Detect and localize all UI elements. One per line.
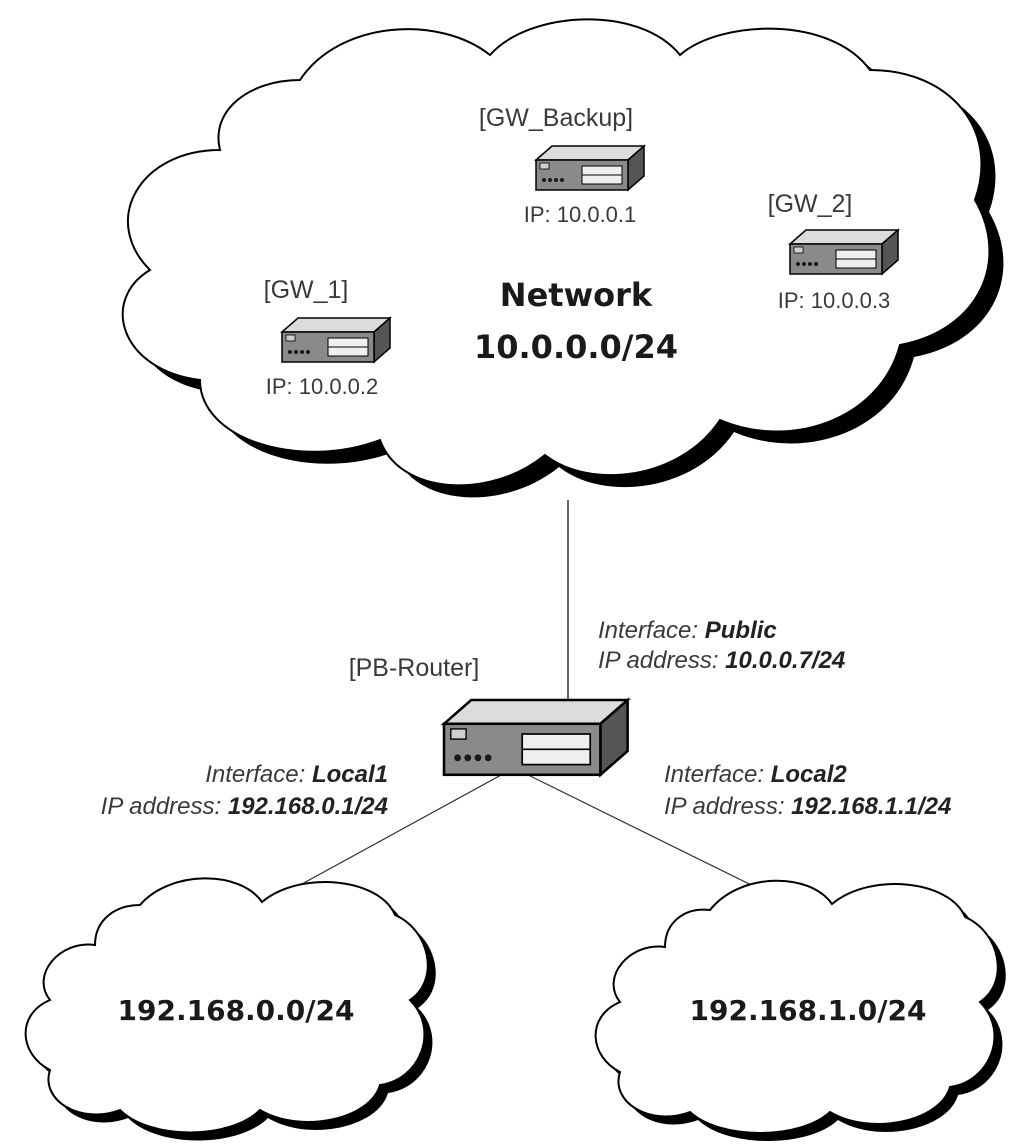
local2-interface-name: Local2	[771, 761, 848, 788]
local1-ip-value: 192.168.0.1/24	[228, 793, 388, 820]
local1-interface-name: Local1	[312, 761, 388, 788]
public-interface-label: Interface: Public	[598, 617, 777, 644]
lan1-cloud	[24, 877, 436, 1141]
gw-2-device-icon	[789, 229, 899, 275]
public-ip-value: 10.0.0.7/24	[725, 647, 845, 674]
main-network-subnet: 10.0.0.0/24	[474, 328, 678, 366]
local2-ip-label: IP address: 192.168.1.1/24	[664, 793, 951, 820]
lan2-cloud	[594, 879, 1006, 1141]
gw-1-device-icon	[281, 317, 391, 363]
lan1-subnet-label: 192.168.0.0/24	[118, 994, 355, 1027]
gw-2-name: [GW_2]	[768, 190, 853, 218]
gw-backup-ip: IP: 10.0.0.1	[524, 202, 637, 227]
public-interface-name: Public	[705, 617, 777, 644]
local1-interface-label: Interface: Local1	[205, 761, 388, 788]
lan2-subnet-label: 192.168.1.0/24	[690, 994, 927, 1027]
gw-2-ip: IP: 10.0.0.3	[778, 288, 891, 313]
gw-1-ip: IP: 10.0.0.2	[266, 374, 379, 399]
gw-backup-name: [GW_Backup]	[479, 104, 633, 132]
local1-ip-label: IP address: 192.168.0.1/24	[101, 793, 388, 820]
public-ip-label: IP address: 10.0.0.7/24	[598, 647, 845, 674]
pb-router-device-icon	[442, 698, 629, 777]
local2-ip-value: 192.168.1.1/24	[791, 793, 951, 820]
main-network-title: Network	[500, 276, 653, 314]
main-network-cloud	[121, 18, 1004, 498]
local2-interface-label: Interface: Local2	[664, 761, 847, 788]
gw-backup-device-icon	[535, 145, 645, 191]
pb-router-name: [PB-Router]	[349, 654, 480, 682]
gw-1-name: [GW_1]	[264, 276, 349, 304]
